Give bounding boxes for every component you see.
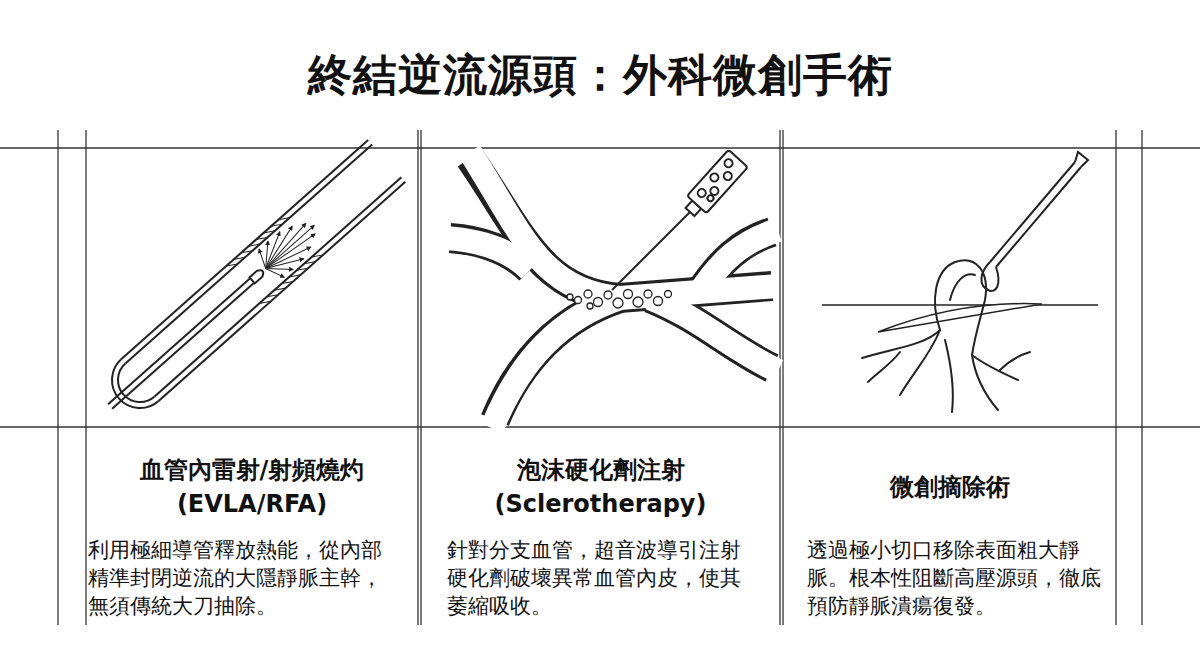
diagram-title: 終結逆流源頭：外科微創手術	[0, 46, 1200, 105]
frame-lines	[0, 130, 1200, 625]
method-heading: 微創摘除術	[783, 448, 1116, 526]
method-panel: 泡沫硬化劑注射 (Sclerotherapy) 針對分支血管，超音波導引注射硬化劑…	[421, 448, 780, 620]
method-description: 透過極小切口移除表面粗大靜脈。根本性阻斷高壓源頭，徹底預防靜脈潰瘍復發。	[807, 536, 1107, 620]
method-heading: 血管內雷射/射頻燒灼 (EVLA/RFA)	[86, 448, 418, 526]
method-heading-text: 泡沫硬化劑注射 (Sclerotherapy)	[441, 453, 760, 521]
phlebectomy-figure	[822, 152, 1098, 412]
method-description: 利用極細導管釋放熱能，從內部精準封閉逆流的大隱靜脈主幹，無須傳統大刀抽除。	[88, 536, 400, 620]
method-panel: 血管內雷射/射頻燒灼 (EVLA/RFA) 利用極細導管釋放熱能，從內部精準封閉逆…	[86, 448, 418, 620]
laser-catheter-figure	[91, 140, 405, 428]
method-panel: 微創摘除術透過極小切口移除表面粗大靜脈。根本性阻斷高壓源頭，徹底預防靜脈潰瘍復發…	[783, 448, 1116, 620]
method-heading-text: 微創摘除術	[890, 470, 1010, 504]
sclerotherapy-figure	[444, 150, 778, 428]
method-description: 針對分支血管，超音波導引注射硬化劑破壞異常血管內皮，使其萎縮吸收。	[447, 536, 759, 620]
method-heading: 泡沫硬化劑注射 (Sclerotherapy)	[421, 448, 780, 526]
method-heading-text: 血管內雷射/射頻燒灼 (EVLA/RFA)	[106, 453, 398, 521]
